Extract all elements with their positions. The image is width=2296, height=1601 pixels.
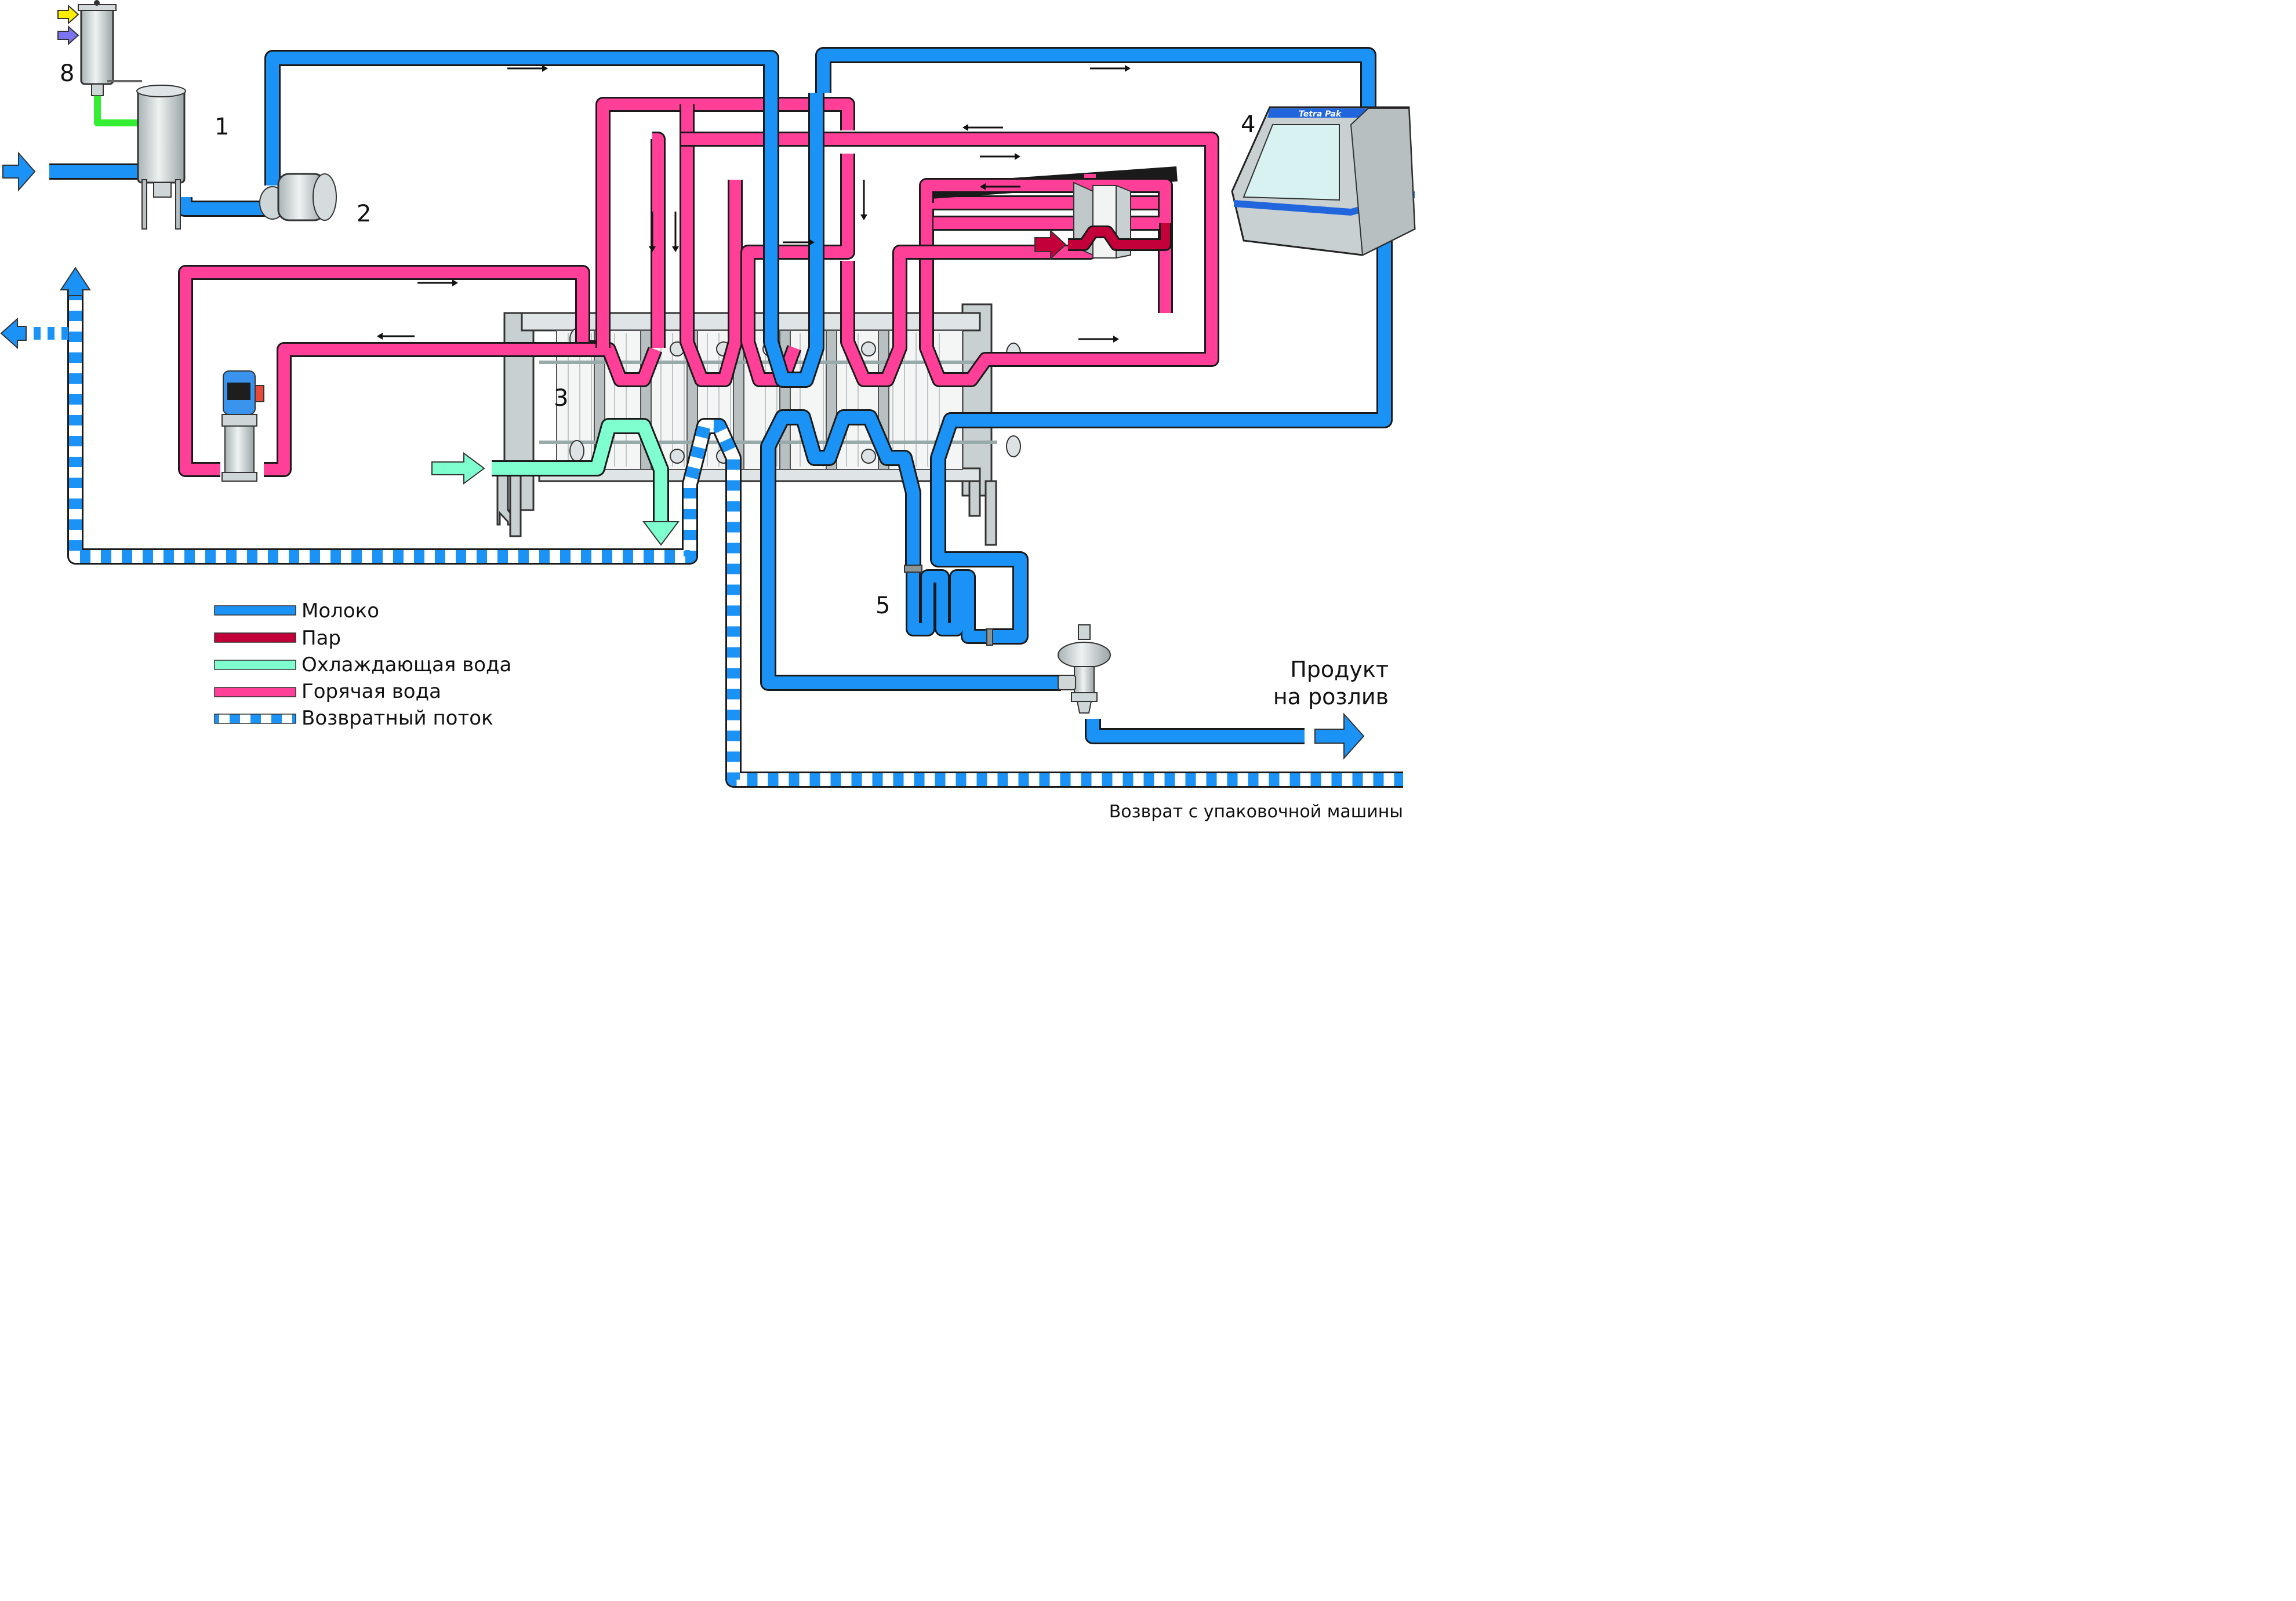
legend-item-cooling-water: Охлаждающая вода (214, 653, 511, 676)
arrow-left-icon (377, 333, 415, 340)
return-from-packaging-label: Возврат с упаковочной машины (1109, 802, 1403, 822)
legend-label-milk: Молоко (301, 599, 379, 623)
label-5: 5 (875, 592, 890, 619)
milk-inlet-arrow-icon (2, 151, 36, 192)
additive-inlet-purple-arrow-icon (57, 25, 79, 46)
heat-exchanger-legs (496, 468, 997, 546)
legend-label-cooling-water: Охлаждающая вода (301, 653, 511, 676)
legend-swatch-cooling-water (214, 660, 296, 670)
label-3: 3 (554, 385, 568, 412)
legend-item-milk: Молоко (214, 599, 379, 623)
steam-pipes (1034, 223, 1172, 260)
arrow-right-icon (507, 65, 548, 72)
machine-brand-label: Tetra Pak (1299, 110, 1342, 119)
legend-label-hot-water: Горячая вода (301, 680, 441, 703)
hot-water-pipes (178, 97, 1219, 477)
arrow-right-icon (417, 279, 458, 286)
holding-tube-clamp (986, 628, 993, 646)
arrow-left-icon (980, 183, 1020, 190)
label-4: 4 (1241, 111, 1255, 138)
flow-direction-arrows (377, 65, 1131, 343)
hot-water-pump (221, 370, 264, 482)
label-1: 1 (215, 114, 229, 140)
legend-swatch-milk (214, 605, 296, 616)
ingredient-pipe (94, 96, 139, 126)
arrow-down-icon (860, 180, 867, 220)
legend-item-hot-water: Горячая вода (214, 680, 441, 703)
return-flow-pipes (0, 267, 1403, 788)
legend: Молоко Пар Охлаждающая вода Горячая вода… (214, 599, 511, 730)
product-out-arrow-icon (1314, 712, 1365, 760)
arrow-down-icon (649, 212, 656, 252)
product-to-filling-line2: на розлив (1273, 684, 1389, 709)
legend-item-steam: Пар (214, 627, 341, 650)
dosing-tank (57, 0, 117, 96)
arrow-right-icon (980, 153, 1020, 160)
legend-swatch-hot-water (214, 687, 296, 697)
balance-tank (107, 80, 186, 230)
cooling-water-inlet-arrow-icon (431, 452, 485, 485)
return-flow-up-arrow-icon (60, 267, 91, 296)
arrow-right-icon (1090, 65, 1131, 72)
flow-diversion-valve (1058, 624, 1111, 714)
arrow-right-icon (1078, 336, 1119, 343)
additive-inlet-yellow-arrow-icon (57, 4, 79, 25)
label-2: 2 (357, 201, 371, 227)
arrow-left-icon (962, 124, 1003, 131)
milk-pipes (2, 47, 1393, 760)
arrow-down-icon (672, 212, 679, 252)
steam-inlet-arrow-icon (1034, 229, 1067, 260)
cooling-water-pipes (431, 418, 680, 546)
legend-swatch-return-flow (214, 714, 296, 724)
holding-tube-clamp (904, 565, 922, 573)
legend-swatch-steam (214, 632, 296, 643)
product-to-filling-line1: Продукт (1290, 657, 1389, 682)
centrifugal-pump (259, 173, 337, 221)
label-8: 8 (60, 60, 74, 87)
component-labels: 8 1 2 3 4 5 (60, 60, 1255, 619)
legend-item-return-flow: Возвратный поток (214, 707, 493, 730)
arrow-right-icon (783, 239, 815, 246)
cooling-water-outlet-arrow-icon (642, 521, 680, 546)
holding-tube (904, 565, 993, 646)
legend-label-steam: Пар (301, 627, 341, 650)
legend-label-return-flow: Возвратный поток (301, 707, 493, 730)
packaging-machine: Tetra Pak (1231, 106, 1416, 256)
return-flow-left-arrow-icon (0, 317, 27, 350)
